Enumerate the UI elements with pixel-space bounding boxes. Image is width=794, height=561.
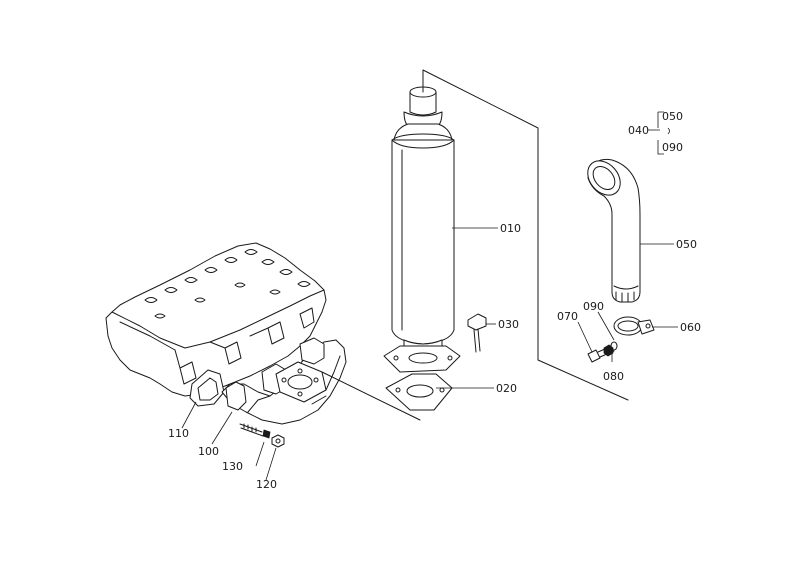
- label-130: 130: [222, 460, 243, 473]
- label-050-top: 050: [662, 110, 683, 123]
- label-090-top: 090: [662, 141, 683, 154]
- label-090: 090: [583, 300, 604, 313]
- label-040: 040: [628, 124, 649, 137]
- label-060: 060: [680, 321, 701, 334]
- nut-080: [603, 344, 614, 357]
- label-100: 100: [198, 445, 219, 458]
- assembly-line-manifold: [321, 371, 421, 421]
- label-020: 020: [496, 382, 517, 395]
- clamp-060: [613, 316, 655, 336]
- muffler-gasket-020: [385, 373, 453, 411]
- cylinder-head-drawing: [105, 242, 327, 397]
- label-120: 120: [256, 478, 277, 491]
- exhaust-manifold-drawing: [221, 337, 347, 425]
- leader-lines: [181, 111, 678, 481]
- label-030: 030: [498, 318, 519, 331]
- label-010: 010: [500, 222, 521, 235]
- manifold-gasket-110: [189, 369, 225, 407]
- label-080: 080: [603, 370, 624, 383]
- label-050: 050: [676, 238, 697, 251]
- manifold-stud-130: [239, 423, 271, 439]
- assembly-line-top: [422, 69, 629, 401]
- label-110: 110: [168, 427, 189, 440]
- bolt-030: [467, 313, 487, 353]
- manifold-nut-120: [271, 434, 285, 448]
- label-070: 070: [557, 310, 578, 323]
- tail-pipe-050: [587, 158, 641, 303]
- muffler-010: [383, 86, 461, 373]
- part-number-labels: 010 020 030 040 050 090 050 060 070 080 …: [168, 110, 701, 491]
